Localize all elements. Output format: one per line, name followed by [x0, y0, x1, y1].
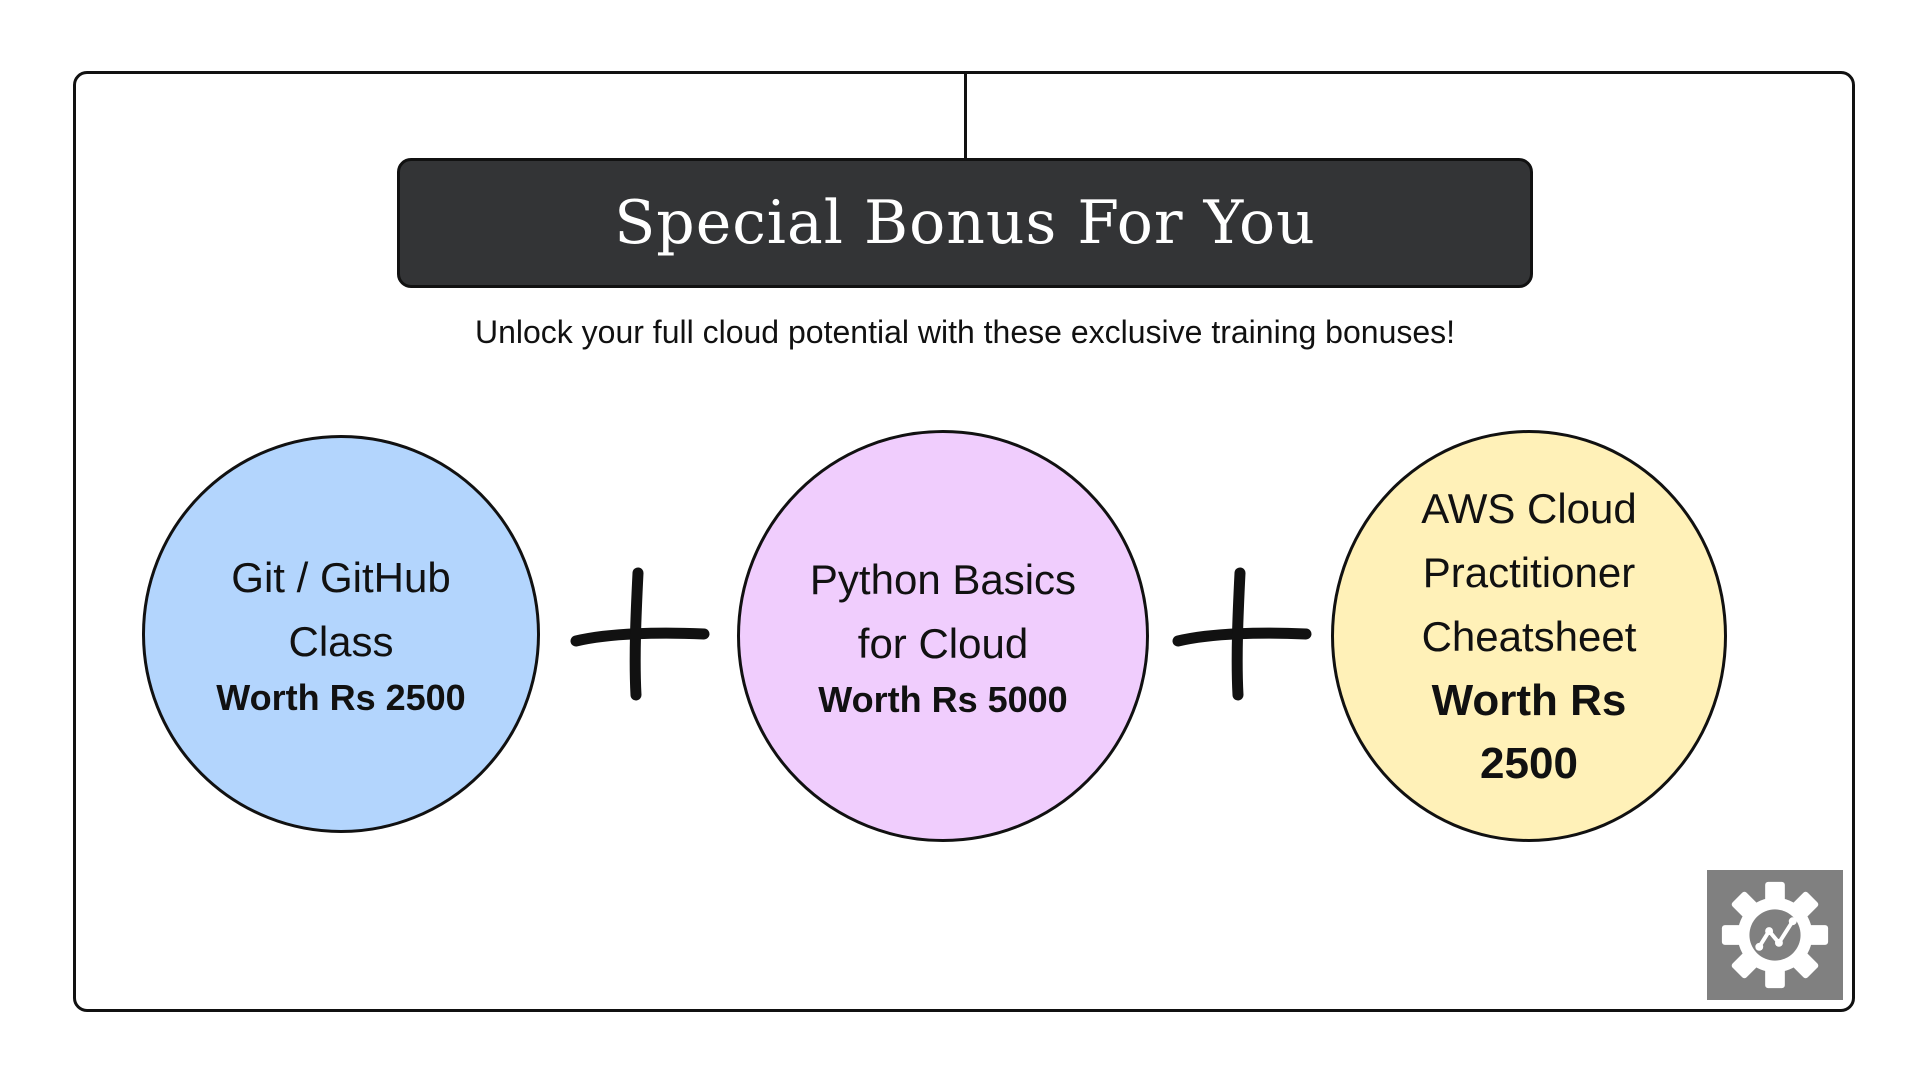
bonus-worth: Worth Rs 2500	[216, 677, 466, 718]
subtitle: Unlock your full cloud potential with th…	[474, 314, 1456, 350]
bonus-name: AWS Cloud Practitioner Cheatsheet	[1421, 485, 1637, 660]
plus-icon	[1172, 567, 1312, 701]
page-title: Special Bonus For You	[614, 188, 1316, 258]
plus-icon	[570, 567, 710, 701]
gear-icon	[1721, 881, 1829, 989]
bonus-name: Git / GitHub Class	[231, 554, 451, 665]
bonus-circle-git: Git / GitHub Class Worth Rs 2500	[142, 435, 540, 833]
gear-graph-logo-icon	[1707, 870, 1843, 1000]
bonus-name: Python Basics for Cloud	[809, 556, 1077, 667]
bonus-worth: Worth Rs 5000	[818, 679, 1068, 720]
bonus-circle-python: Python Basics for Cloud Worth Rs 5000	[737, 430, 1149, 842]
bonus-circle-aws: AWS Cloud Practitioner Cheatsheet Worth …	[1331, 430, 1727, 842]
title-banner: Special Bonus For You	[397, 158, 1533, 288]
top-connector-line	[964, 71, 967, 160]
bonus-worth: Worth Rs 2500	[1431, 676, 1627, 788]
